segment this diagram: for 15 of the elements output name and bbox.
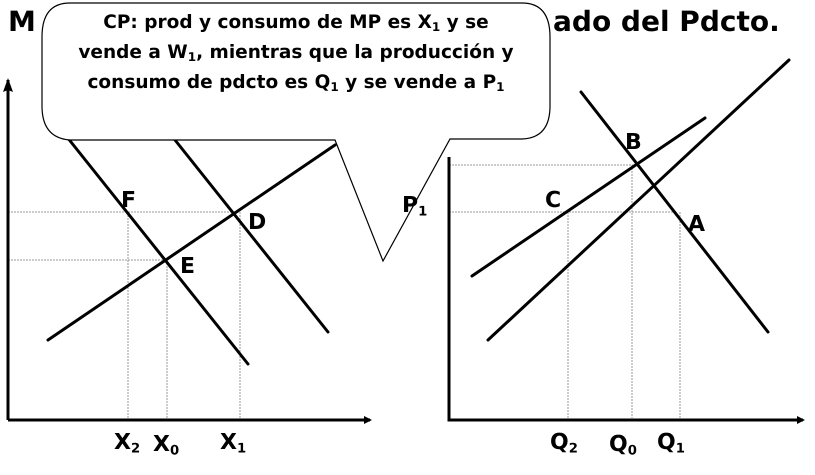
title-text: M (8, 8, 36, 36)
point-label: D (248, 212, 266, 234)
axis-label: Q$_{2}$ (550, 432, 578, 456)
callout-text: CP: prod y consumo de MP es X$_{1}$ y se vende a W$_{1}$, mientras que la producción y consumo de pdcto es Q$_{1}$ y se vende a P$_{1}$ (77, 11, 515, 96)
point-label: E (180, 256, 196, 278)
point-label: A (688, 214, 706, 236)
axis-label: Q$_{1}$ (657, 432, 685, 456)
title-text: ado del Pdcto. (553, 8, 780, 36)
point-label: C (545, 190, 562, 212)
point-label: B (625, 132, 642, 154)
axis-label: Q$_{0}$ (609, 434, 637, 458)
axis-label: X$_{1}$ (220, 432, 246, 456)
point-label: F (121, 190, 136, 212)
axis-label: X$_{0}$ (153, 434, 180, 458)
axis-label: X$_{2}$ (114, 432, 140, 456)
